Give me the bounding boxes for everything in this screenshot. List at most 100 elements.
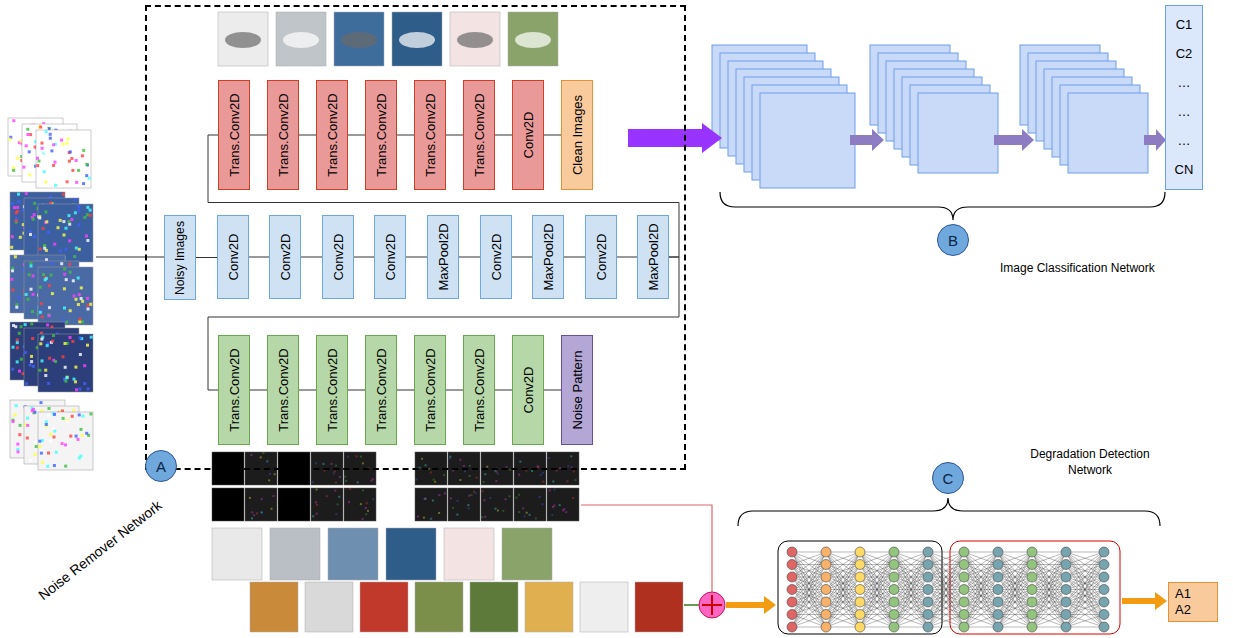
noise-dot [40,338,43,341]
noise-dot [86,213,89,216]
net-link [928,552,964,615]
connector [250,135,267,136]
noise-dot [71,183,74,186]
noise-dot [83,364,86,367]
net-link [792,565,826,628]
noise-dot [46,324,49,327]
noise-dot [483,481,485,483]
encoder-layer-box: MaxPool2D [532,215,564,299]
net-neuron [855,585,865,595]
noise-square [344,488,376,521]
noise-dot [48,357,51,360]
box-label: Trans.Conv2D [227,93,242,176]
noise-dot [63,234,66,237]
noise-dot [567,465,569,467]
noise-dot [25,293,28,296]
net-link [894,590,928,628]
net-neuron [1027,560,1037,570]
noise-dot [484,499,486,501]
noise-dot [362,518,364,520]
box-label: A1 [1175,586,1191,602]
noise-dot [26,424,29,427]
connector [299,390,316,391]
network-name: Degradation Detection Network [1010,446,1170,478]
net-link [860,552,894,590]
noise-dot [82,149,85,152]
net-link [928,552,964,590]
net-link [998,552,1032,615]
connector [299,135,316,136]
noise-dot [86,164,89,167]
noise-dot [362,489,364,491]
noise-dot [16,448,19,451]
net-link [1066,552,1104,602]
net-link [1066,577,1104,627]
thumbnail-image [450,12,500,66]
noise-dot [32,293,35,296]
noise-dot [25,192,28,195]
net-link [792,552,826,590]
noise-dot [29,262,32,265]
net-link [928,577,964,627]
noise-dot [74,162,77,165]
net-neuron [923,622,933,632]
connector [459,257,480,258]
noise-dot [553,505,555,507]
noise-dot [481,516,483,518]
net-group [778,541,942,634]
noise-dot [347,456,349,458]
noise-dot [80,428,83,431]
noise-dot [54,360,57,363]
noise-dot [17,193,20,196]
noise-dot [78,248,81,251]
net-neuron [993,560,1003,570]
noise-dot [425,498,427,500]
noise-dot [43,247,46,250]
noise-dot [433,479,435,481]
noise-dot [539,496,541,498]
noise-dot [54,161,57,164]
noise-dot [256,512,258,514]
noise-dot [53,430,56,433]
net-neuron [1061,610,1071,620]
net-neuron [1061,622,1071,632]
noise-dot [77,205,80,208]
noise-dot [573,470,575,472]
thumbnail-image [36,130,91,188]
encoder-layer-box: Conv2D [374,215,406,299]
noise-dot [250,454,252,456]
connector [446,390,463,391]
noise-dot [53,436,56,439]
noise-square [212,488,244,521]
noise-dot [572,497,574,499]
box-label: Conv2D [521,367,536,414]
noise-dot [71,340,74,343]
noise-dot [566,480,568,482]
encoder-layer-box: Conv2D [322,215,354,299]
noise-dot [12,166,15,169]
noise-dot [554,489,556,491]
net-neuron [1099,547,1109,557]
box-label: … [1178,133,1191,149]
net-link [1066,565,1104,628]
thumbnail-image [508,12,558,66]
thumbnail-image [386,528,436,580]
noise-dot [18,332,21,335]
net-link [1066,552,1104,577]
noise-dot [565,511,567,513]
noise-dot [430,518,432,520]
net-link [1032,565,1066,628]
noise-square [547,488,579,521]
net-neuron [923,597,933,607]
decoder-layer-box: Trans.Conv2D [218,80,250,190]
noise-dot [39,311,42,314]
thumbnail-image [635,582,683,632]
net-link [928,552,964,565]
noise-dot [25,382,28,385]
noise-dot [75,435,78,438]
noise-dot [468,507,470,509]
noise-dot [16,360,19,363]
noise-dot [71,415,74,418]
noise-dot [69,309,72,312]
box-label: Trans.Conv2D [374,348,389,431]
